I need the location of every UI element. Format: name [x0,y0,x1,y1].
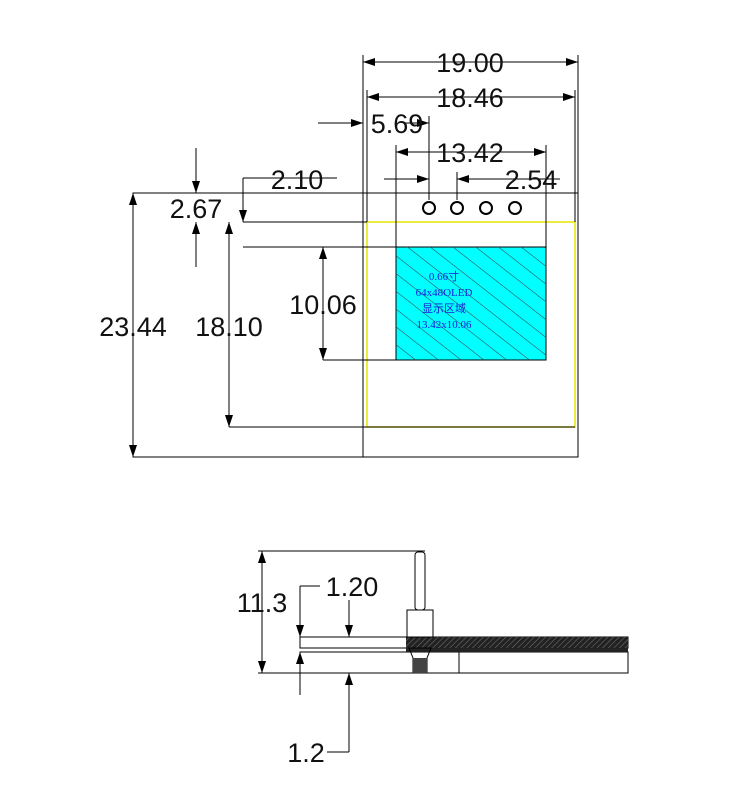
dim-label-2-10: 2.10 [271,165,324,195]
dim-label-23-44: 23.44 [99,312,167,342]
lower-strip [406,648,628,652]
display-label-line1: 0.66寸 [429,269,459,283]
dim-height-overall: 23.44 [99,193,167,457]
dim-label-2-54: 2.54 [505,165,558,195]
pin-hole [422,201,436,215]
dim-label-13-42: 13.42 [436,138,504,168]
display-label-line4: 13.42x10.06 [417,319,473,331]
dim-upper-thickness: 1.20 [296,572,378,637]
dim-display-height: 10.06 [243,246,396,361]
dim-label-18-46: 18.46 [436,83,504,113]
dim-top-margin: 2.67 [170,148,223,267]
dim-label-5-69: 5.69 [371,109,424,139]
dim-label-10-06: 10.06 [289,290,357,320]
dim-label-2-67: 2.67 [170,194,223,224]
pin-hole [508,201,522,215]
dim-width-overall: 19.00 [362,48,579,193]
pin-hole [450,201,464,215]
display-label-line3: 显示区域 [422,302,466,315]
dim-display-width: 13.42 [395,138,547,247]
dim-pin-offset: 2.10 [239,165,367,223]
side-view: 11.3 1.20 1.2 [237,550,629,768]
dim-label-19-00: 19.00 [436,48,504,78]
dim-label-18-10: 18.10 [195,312,263,342]
top-view: 0.66寸 64x48OLED 显示区域 13.42x10.06 19.00 1… [99,48,579,458]
dim-width-glass: 18.46 [366,83,576,222]
dim-pin-pitch: 2.54 [384,165,560,200]
pin-header [406,551,434,674]
pin-holes [422,201,522,215]
pin-hole [479,201,493,215]
lower-layer [299,651,629,674]
dim-lower-thickness: 1.2 [287,652,353,768]
dim-total-height: 11.3 [237,550,425,674]
upper-hatch [406,637,628,648]
dim-height-glass: 18.10 [195,222,575,428]
dim-offset-left: 5.69 [318,109,430,200]
display-label-line2: 64x48OLED [416,287,473,299]
dim-label-11-3: 11.3 [237,588,288,618]
dim-label-1-2: 1.2 [287,738,325,768]
dim-label-1-20: 1.20 [326,572,379,602]
display-hatch [396,247,546,360]
